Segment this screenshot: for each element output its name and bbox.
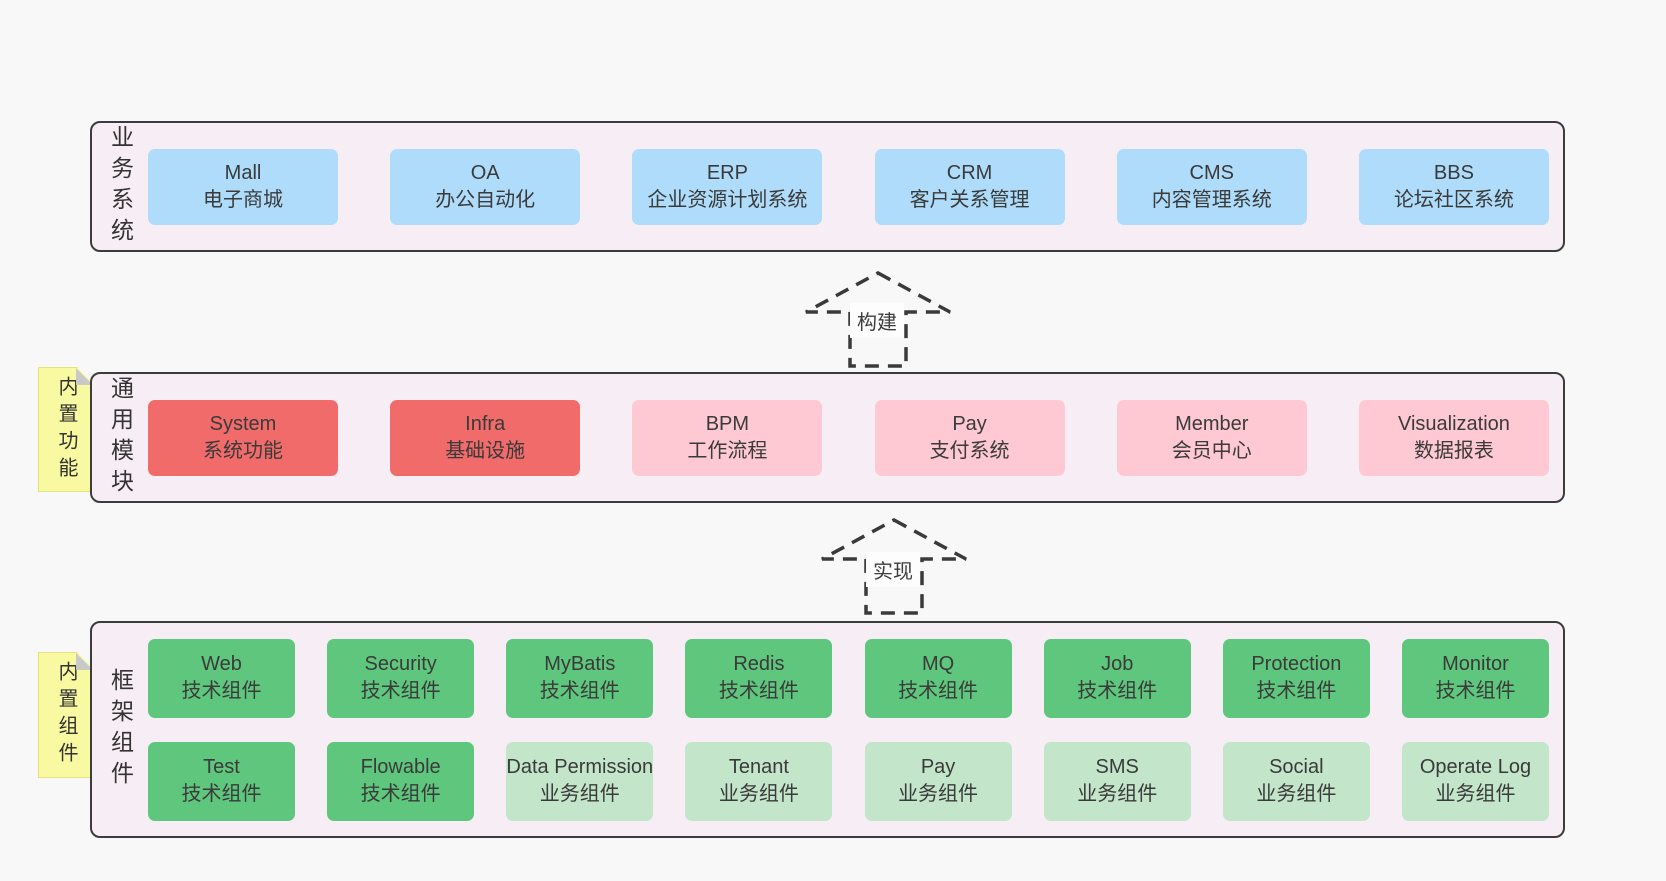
- box-bbs: BBS 论坛社区系统: [1358, 148, 1549, 225]
- build-arrow-icon: [805, 271, 951, 368]
- box-protection: Protection 技术组件: [1222, 638, 1370, 718]
- framework-components-panel: 框架组件 Web 技术组件 Security 技术组件 MyBatis 技术组件…: [90, 621, 1565, 838]
- box-mq: MQ 技术组件: [864, 638, 1012, 718]
- common-modules-boxes: System 系统功能 Infra 基础设施 BPM 工作流程 Pay 支付系统…: [148, 374, 1563, 501]
- framework-components-label: 框架组件: [107, 667, 134, 792]
- box-data-permission: Data Permission 业务组件: [506, 741, 654, 821]
- business-systems-boxes: Mall 电子商城 OA 办公自动化 ERP 企业资源计划系统 CRM 客户关系…: [148, 123, 1563, 250]
- box-flowable: Flowable 技术组件: [327, 741, 475, 821]
- box-job: Job 技术组件: [1043, 638, 1191, 718]
- common-modules-panel: 通用模块 System 系统功能 Infra 基础设施 BPM 工作流程 Pay…: [90, 372, 1565, 503]
- box-erp: ERP 企业资源计划系统: [632, 148, 823, 225]
- box-operate-log: Operate Log 业务组件: [1401, 741, 1549, 821]
- build-arrow-label: 构建: [850, 303, 904, 338]
- box-tenant: Tenant 业务组件: [685, 741, 833, 821]
- box-system: System 系统功能: [148, 399, 338, 476]
- implement-arrow-icon: [821, 518, 967, 615]
- box-bpm: BPM 工作流程: [632, 399, 823, 476]
- box-redis: Redis 技术组件: [685, 638, 833, 718]
- builtin-components-note: 内置组件: [38, 652, 94, 778]
- business-systems-label: 业务系统: [107, 124, 134, 249]
- box-pay-component: Pay 业务组件: [864, 741, 1012, 821]
- common-modules-label: 通用模块: [107, 375, 134, 500]
- box-web: Web 技术组件: [148, 638, 295, 718]
- box-social: Social 业务组件: [1222, 741, 1370, 821]
- implement-arrow-label: 实现: [866, 552, 920, 587]
- box-mall: Mall 电子商城: [148, 148, 338, 225]
- box-member: Member 会员中心: [1116, 399, 1307, 476]
- box-cms: CMS 内容管理系统: [1116, 148, 1307, 225]
- box-oa: OA 办公自动化: [390, 148, 581, 225]
- box-visualization: Visualization 数据报表: [1358, 399, 1549, 476]
- biz-components-row: Test 技术组件 Flowable 技术组件 Data Permission …: [148, 741, 1549, 821]
- box-security: Security 技术组件: [327, 638, 475, 718]
- box-test: Test 技术组件: [148, 741, 295, 821]
- box-crm: CRM 客户关系管理: [874, 148, 1065, 225]
- box-infra: Infra 基础设施: [390, 399, 581, 476]
- box-sms: SMS 业务组件: [1043, 741, 1191, 821]
- box-mybatis: MyBatis 技术组件: [506, 638, 654, 718]
- box-monitor: Monitor 技术组件: [1401, 638, 1549, 718]
- framework-components-rows: Web 技术组件 Security 技术组件 MyBatis 技术组件 Redi…: [148, 623, 1563, 836]
- builtin-functions-note: 内置功能: [38, 367, 94, 492]
- business-systems-panel: 业务系统 Mall 电子商城 OA 办公自动化 ERP 企业资源计划系统 CRM…: [90, 121, 1565, 252]
- tech-components-row: Web 技术组件 Security 技术组件 MyBatis 技术组件 Redi…: [148, 638, 1549, 718]
- box-pay-module: Pay 支付系统: [874, 399, 1065, 476]
